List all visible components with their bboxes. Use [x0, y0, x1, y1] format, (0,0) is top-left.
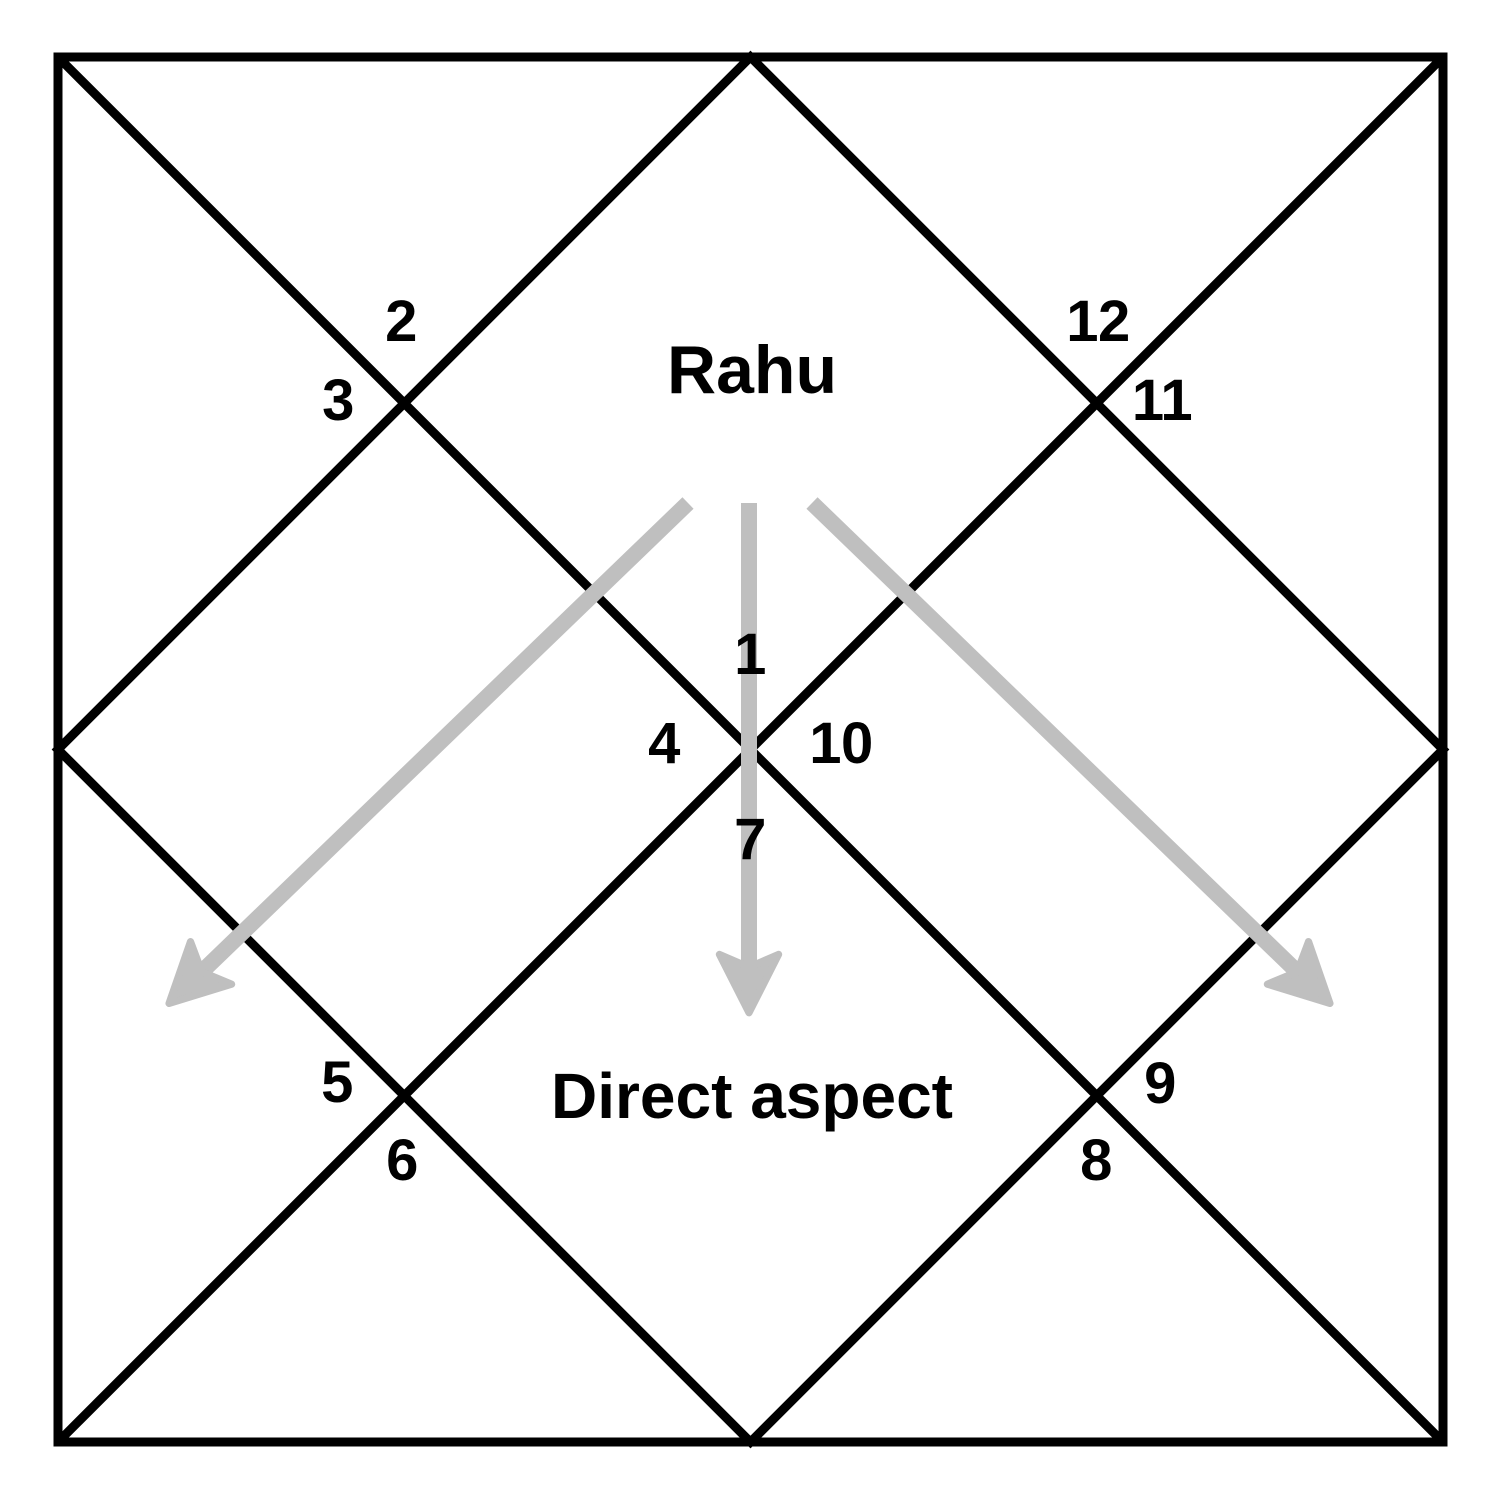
house-number-12: 12 — [1066, 289, 1130, 354]
house-number-8: 8 — [1080, 1128, 1112, 1193]
house-number-9: 9 — [1144, 1051, 1176, 1116]
house-number-3: 3 — [322, 368, 354, 433]
aspect-arrow-left — [165, 497, 694, 1008]
house-number-2: 2 — [385, 289, 417, 354]
house-number-7: 7 — [734, 807, 766, 872]
house-number-1: 1 — [734, 622, 766, 687]
house-number-10: 10 — [809, 711, 873, 776]
inner-diamond — [51, 50, 1450, 1449]
aspect-arrows-group — [165, 497, 1334, 1017]
house-number-5: 5 — [321, 1050, 353, 1115]
aspect-arrow-right — [806, 497, 1334, 1008]
planet-label-rahu: Rahu — [667, 332, 837, 408]
house-number-11: 11 — [1131, 368, 1193, 433]
house-number-4: 4 — [648, 711, 680, 776]
aspect-caption: Direct aspect — [551, 1060, 953, 1132]
house-number-6: 6 — [386, 1128, 418, 1193]
